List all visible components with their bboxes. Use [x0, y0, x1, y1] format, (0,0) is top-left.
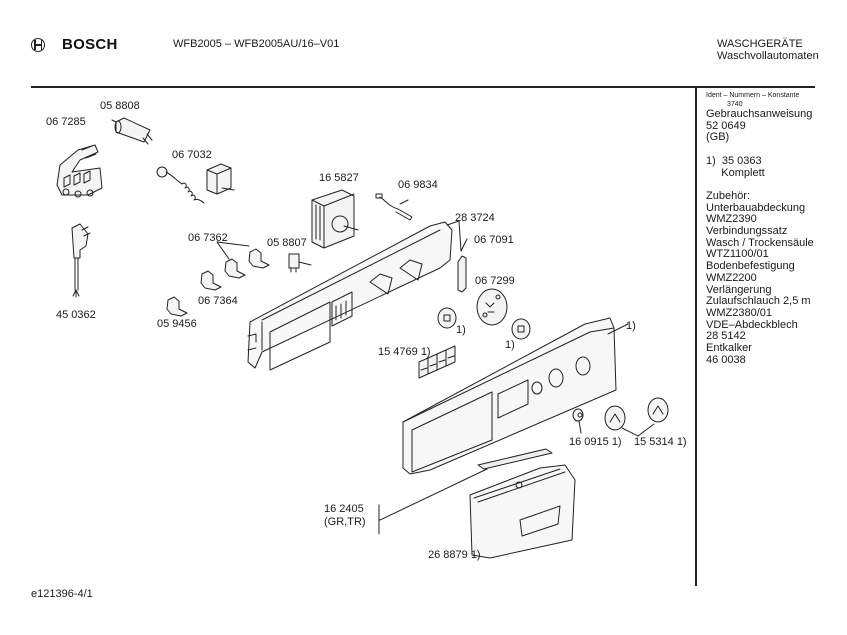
switch-disc-drawing: [477, 289, 507, 325]
header-divider: [31, 86, 815, 88]
brand-name: BOSCH: [62, 36, 118, 53]
suppressor-drawing: [112, 118, 152, 144]
sensor-drawing: [376, 194, 412, 220]
sidebar-line: Verbindungssatz: [706, 225, 788, 237]
label-059456: 05 9456: [157, 318, 197, 330]
sidebar-divider: [695, 88, 697, 586]
category-title: WASCHGERÄTE: [717, 38, 803, 50]
knob-holder-left-drawing: [438, 308, 456, 328]
sidebar-header: Ident – Nummern – Konstante: [706, 92, 800, 99]
subcategory-title: Waschvollautomaten: [717, 50, 819, 62]
sidebar-line: 46 0038: [706, 353, 746, 366]
label-strip-drawing: [379, 449, 552, 534]
sidebar-line: WMZ2200: [706, 271, 757, 284]
label-067091: 06 7091: [474, 234, 514, 246]
label-160915: 16 0915 1): [569, 436, 622, 448]
label-058807: 05 8807: [267, 237, 307, 249]
push-buttons-drawing: [419, 346, 455, 378]
sidebar-superscript: 3740: [727, 101, 743, 108]
panel-frame-drawing: [248, 222, 452, 370]
pressure-switch-drawing: [157, 164, 234, 203]
front-fascia-drawing: [403, 318, 628, 474]
label-154769: 15 4769 1): [378, 346, 431, 358]
sidebar-line: VDE–Abdeckblech: [706, 318, 798, 331]
sidebar-line: WTZ1100/01: [706, 248, 769, 261]
label-268879: 26 8879 1): [428, 549, 481, 561]
sidebar-line: 1) 35 0363: [706, 154, 762, 167]
sidebar-line: Verlängerung: [706, 283, 772, 296]
label-067032: 06 7032: [172, 149, 212, 161]
model-title: WFB2005 – WFB2005AU/16–V01: [173, 38, 340, 50]
sidebar-line: Zulaufschlauch 2,5 m: [706, 295, 811, 308]
document-id: e121396-4/1: [31, 588, 93, 600]
sidebar-line: Wasch / Trockensäule: [706, 236, 814, 249]
label-knob-holder-left: 1): [456, 324, 466, 336]
label-067362: 06 7362: [188, 232, 228, 244]
drawer-front-drawing: [470, 465, 575, 558]
sidebar-line: WMZ2380/01: [706, 306, 773, 319]
mains-plug-drawing: [72, 224, 90, 297]
label-283724: 28 3724: [455, 212, 495, 224]
label-knob-holder-right: 1): [505, 339, 515, 351]
label-450362: 45 0362: [56, 309, 96, 321]
sidebar-line: (GB): [706, 131, 730, 144]
label-058808: 05 8808: [100, 100, 140, 112]
knob-holder-right-drawing: [512, 319, 530, 339]
label-162405: 16 2405: [324, 503, 364, 515]
sidebar-line: Gebrauchsanweisung: [706, 108, 813, 120]
sidebar-line: Unterbauabdeckung: [706, 201, 806, 214]
label-front-panel: 1): [626, 320, 636, 332]
sidebar-line: 52 0649: [706, 119, 746, 132]
sidebar-line: Bodenbefestigung: [706, 260, 795, 273]
sidebar-line: Zubehör:: [706, 189, 751, 202]
label-155314: 15 5314 1): [634, 436, 687, 448]
label-067299: 06 7299: [475, 275, 515, 287]
label-165827: 16 5827: [319, 172, 359, 184]
knobs-drawing: [605, 398, 668, 436]
label-067285: 06 7285: [46, 116, 86, 128]
terminal-block-drawing: [57, 145, 102, 197]
programmer-drawing: [312, 190, 358, 248]
sidebar-line: WMZ2390: [706, 213, 757, 226]
label-069834: 06 9834: [398, 179, 438, 191]
potentiometer-drawing: [289, 254, 311, 272]
label-067364: 06 7364: [198, 295, 238, 307]
sidebar-line: Entkalker: [706, 342, 752, 354]
sidebar-line: Komplett: [706, 166, 765, 179]
linkage-drawing: [447, 221, 467, 292]
small-knob-drawing: [573, 409, 583, 433]
label-162405-note: (GR,TR): [324, 516, 366, 528]
sidebar-line: 28 5142: [706, 330, 746, 343]
selector-switches-drawing: [167, 242, 269, 316]
